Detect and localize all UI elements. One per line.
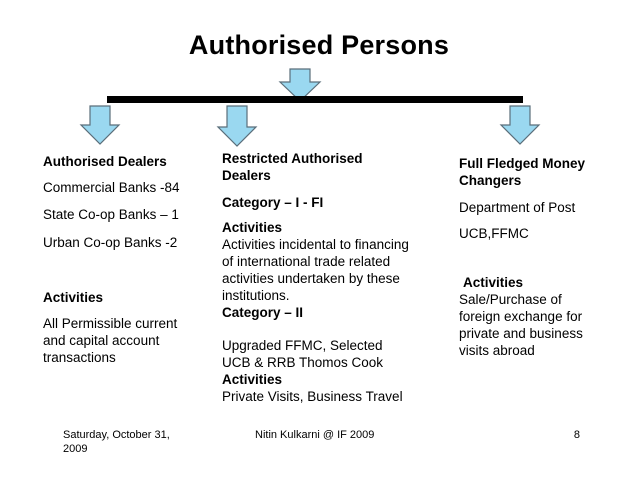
- activities-text: Sale/Purchase of foreign exchange for pr…: [459, 292, 583, 358]
- top-down-arrow-icon: [278, 68, 322, 102]
- center-down-arrow-icon: [216, 105, 258, 147]
- footer-page-number: 8: [573, 429, 580, 441]
- money-changers-heading: Full Fledged Money Changers: [459, 156, 586, 188]
- money-changer-item: Department of Post: [459, 200, 576, 215]
- restricted-dealers-heading: Restricted Authorised Dealers: [222, 151, 363, 183]
- activities-text: Activities incidental to financing of in…: [222, 237, 409, 303]
- activities-heading: Activities: [43, 290, 104, 305]
- category-2-label: Category – II: [222, 305, 304, 320]
- authorised-dealers-column: Authorised Dealers Commercial Banks -84 …: [43, 153, 208, 366]
- activities-text: Private Visits, Business Travel: [222, 389, 403, 404]
- activities-heading: Activities: [222, 220, 283, 235]
- dealer-item: Commercial Banks -84: [43, 180, 180, 195]
- authorised-dealers-heading: Authorised Dealers: [43, 154, 167, 169]
- footer-date: Saturday, October 31, 2009: [63, 429, 170, 455]
- slide-title: Authorised Persons: [188, 30, 450, 60]
- footer-author: Nitin Kulkarni @ IF 2009: [255, 429, 375, 441]
- activities-heading: Activities: [463, 275, 524, 290]
- money-changers-column: Full Fledged Money Changers Department o…: [459, 155, 599, 359]
- category-2-text: Upgraded FFMC, Selected UCB & RRB Thomos…: [222, 338, 384, 370]
- connector-bar: [107, 96, 523, 103]
- activities-text: All Permissible current and capital acco…: [43, 316, 178, 365]
- money-changer-item: UCB,FFMC: [459, 226, 529, 241]
- right-down-arrow-icon: [499, 105, 541, 145]
- dealer-item: Urban Co-op Banks -2: [43, 235, 178, 250]
- dealer-item: State Co-op Banks – 1: [43, 207, 179, 222]
- restricted-dealers-column: Restricted Authorised Dealers Category –…: [222, 150, 422, 405]
- category-1-label: Category – I - FI: [222, 195, 324, 210]
- activities-heading: Activities: [222, 372, 283, 387]
- left-down-arrow-icon: [79, 105, 121, 145]
